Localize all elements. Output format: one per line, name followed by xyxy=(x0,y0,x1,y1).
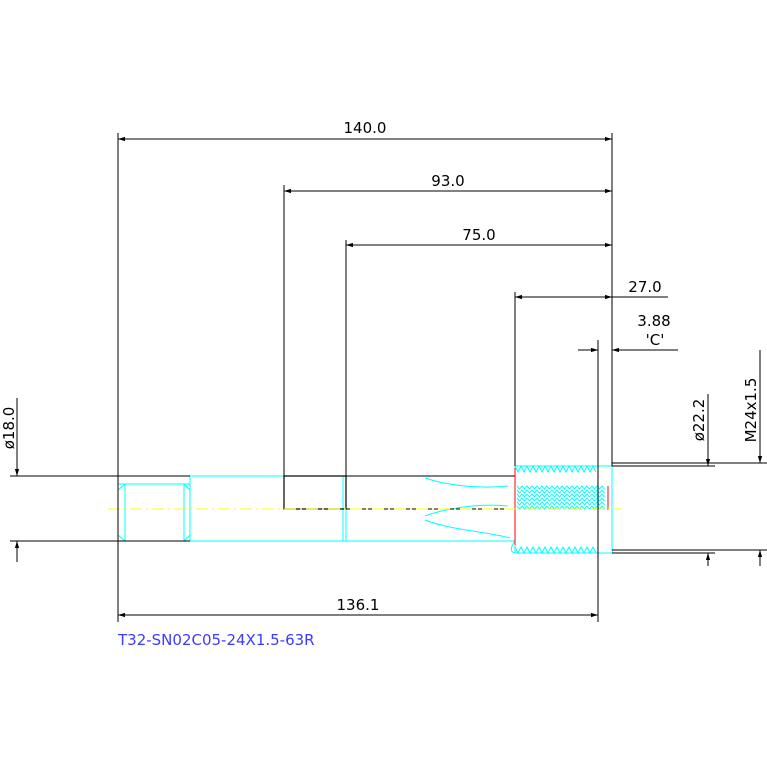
thread-tooth-row xyxy=(514,464,597,474)
thread-teeth xyxy=(514,464,605,555)
dim-overall-length: 140.0 xyxy=(344,119,387,137)
dim-shank-diameter: ø18.0 xyxy=(0,407,18,450)
thread-tooth-row xyxy=(514,545,597,555)
thread-tooth-row xyxy=(516,501,605,506)
square-drive xyxy=(117,483,191,542)
dim-chamfer-note: 'C' xyxy=(646,331,665,349)
dim-thread-length: 27.0 xyxy=(628,278,661,296)
dim-length-75: 75.0 xyxy=(462,226,495,244)
dim-neck-diameter: ø22.2 xyxy=(690,399,708,442)
dimension-lines xyxy=(10,133,767,622)
dim-thread-size: M24x1.5 xyxy=(742,378,760,443)
thread-tooth-row xyxy=(516,489,605,494)
part-number-label: T32-SN02C05-24X1.5-63R xyxy=(117,631,315,649)
flute-curve-upper xyxy=(424,477,509,488)
dim-chamfer-length: 3.88 xyxy=(637,312,670,330)
thread-tooth-row xyxy=(516,493,605,498)
thread-tooth-row xyxy=(516,497,605,502)
thread-tooth-row xyxy=(516,505,605,510)
square-chamfer-top xyxy=(117,483,191,491)
thread-tooth-row xyxy=(516,485,605,490)
dim-length-93: 93.0 xyxy=(431,172,464,190)
square-chamfer-bottom xyxy=(117,534,191,542)
dim-bottom-length: 136.1 xyxy=(337,596,380,614)
neck-section xyxy=(283,475,347,510)
